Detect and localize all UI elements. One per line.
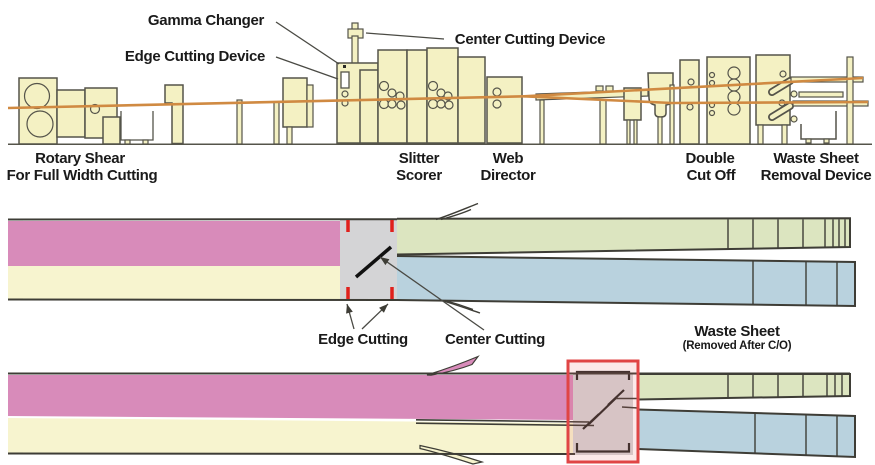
center-cutting-device-leader xyxy=(365,32,445,40)
waste-sheet-removal-machine xyxy=(755,54,869,145)
slitter-scorer-label: Slitter xyxy=(399,150,440,167)
double-cut-off-label: Double xyxy=(685,150,734,167)
web-top-view-cutting: Edge Cutting Center Cutting Waste Sheet … xyxy=(7,202,856,352)
edge-cutting-device-box xyxy=(340,71,350,89)
slitter-scorer-machine xyxy=(336,22,486,144)
waste-sheet-highlight-box xyxy=(566,359,640,464)
web-director-label: Web xyxy=(493,150,524,167)
cut-zone-bracket-top xyxy=(575,370,631,380)
double-cut-off-label2: Cut Off xyxy=(687,167,737,184)
gamma-changer-label: Gamma Changer xyxy=(148,12,265,29)
pink-trim-wisp xyxy=(426,355,480,376)
cut-zone-bracket-bottom xyxy=(575,443,631,453)
web-funnel xyxy=(647,72,674,118)
waste-sheet-removal-label: Waste Sheet xyxy=(773,150,859,167)
center-cut-edge-upper xyxy=(415,419,590,423)
green-order-sheet xyxy=(397,218,850,255)
center-cutting-label: Center Cutting xyxy=(445,331,545,348)
rotary-shear-machine xyxy=(18,77,184,145)
web-bottom-edge xyxy=(7,452,576,455)
slitter-scorer-label2: Scorer xyxy=(396,167,442,184)
transfer-conveyor xyxy=(535,72,675,145)
web-director-machine xyxy=(486,76,523,144)
yellow-order-sheet xyxy=(8,418,575,454)
pink-order-sheet xyxy=(8,375,575,420)
waste-sheet-note: (Removed After C/O) xyxy=(683,340,792,352)
pink-order-sheet xyxy=(8,221,340,266)
blue-sheet-cutoff-lines xyxy=(754,413,838,457)
yellow-order-sheet xyxy=(8,266,340,299)
blue-order-sheet xyxy=(397,256,855,306)
rotary-shear-label: Rotary Shear xyxy=(35,150,125,167)
machine-line-side-view: Gamma Changer Edge Cutting Device Center… xyxy=(7,12,872,184)
rotary-shear-label2: For Full Width Cutting xyxy=(7,167,158,184)
edge-cutting-device-label: Edge Cutting Device xyxy=(125,48,265,65)
green-sheet-cutoff-lines xyxy=(727,219,846,249)
cut-zone xyxy=(573,373,633,455)
waste-sheet-removal-label2: Removal Device xyxy=(761,167,872,184)
station-labels: Rotary Shear For Full Width Cutting Slit… xyxy=(7,150,872,184)
edge-cutting-annotation: Edge Cutting xyxy=(318,303,408,348)
center-cutting-device-label: Center Cutting Device xyxy=(455,31,605,48)
bridge-supports xyxy=(236,77,314,145)
blue-sheet-cutoff-lines xyxy=(752,260,838,306)
blue-order-sheet xyxy=(638,409,855,457)
edge-cutting-device-leader xyxy=(275,56,339,80)
edge-cutting-label: Edge Cutting xyxy=(318,331,408,348)
center-cut-edge-lower xyxy=(415,422,595,427)
waste-basket xyxy=(800,111,837,140)
web-top-view-waste-sheet xyxy=(7,355,856,465)
web-bottom-edge xyxy=(7,298,398,301)
double-cut-off-machine xyxy=(679,56,751,145)
gamma-changer-leader xyxy=(275,21,340,65)
gamma-changer-pole xyxy=(351,35,359,65)
web-path-lines xyxy=(7,76,869,110)
web-director-label2: Director xyxy=(480,167,536,184)
green-sheet-cutoff-lines xyxy=(727,374,843,398)
waste-sheet-label: Waste Sheet xyxy=(694,323,780,340)
gamma-changer-dot xyxy=(343,65,346,68)
slitter-rolls xyxy=(378,80,454,110)
edge-cut-marks xyxy=(346,220,394,299)
scrap-tray xyxy=(120,111,154,141)
green-order-sheet xyxy=(638,374,850,400)
waste-sheet-annotation: Waste Sheet (Removed After C/O) xyxy=(683,323,792,352)
center-cutting-annotation: Center Cutting xyxy=(379,256,545,348)
cut-off-jog-symbol xyxy=(582,389,639,430)
center-cut-line xyxy=(354,245,393,279)
